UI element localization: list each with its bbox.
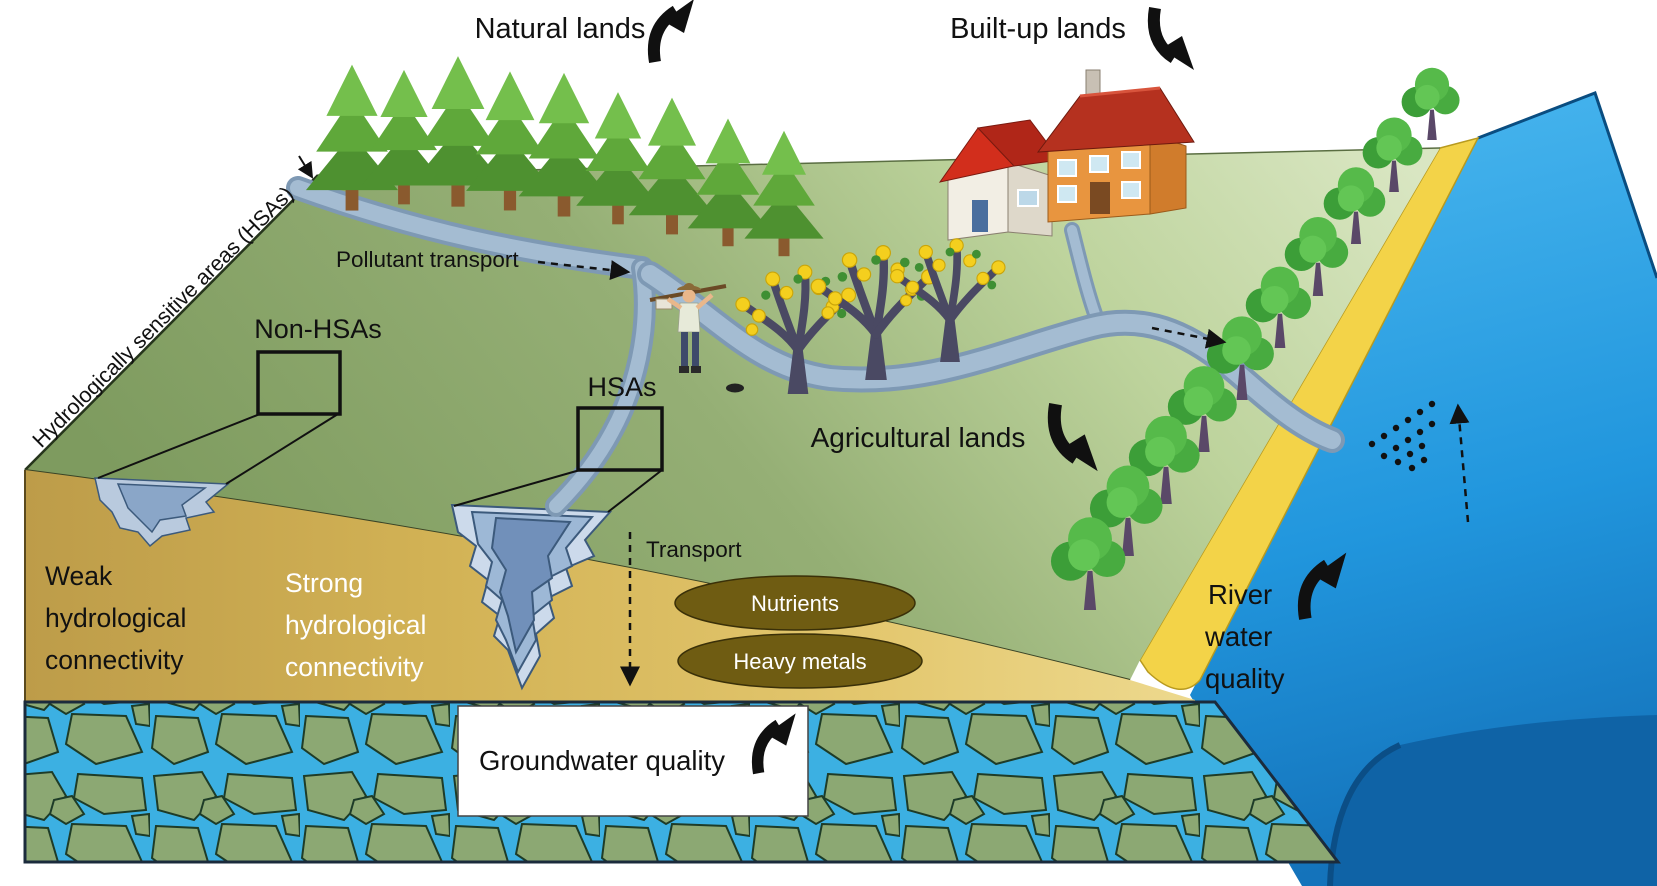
hsa-markers xyxy=(97,350,664,513)
hsa-connector-left xyxy=(453,469,581,507)
svg-text:water: water xyxy=(1204,621,1272,652)
pollutant-transport-label: Pollutant transport xyxy=(336,247,519,272)
groundwater-box-frame xyxy=(457,705,809,817)
stream-upper xyxy=(290,180,650,276)
house-right-window xyxy=(1057,159,1077,177)
hsas-label: HSAs xyxy=(587,372,656,402)
weak-funnel xyxy=(94,477,230,548)
house-right-window xyxy=(1121,151,1141,169)
land-left-edge-outline xyxy=(24,174,319,471)
svg-text:connectivity: connectivity xyxy=(285,652,424,682)
house-right-window xyxy=(1057,185,1077,203)
river-water-quality-label: River water quality xyxy=(1204,579,1285,694)
house-right-side-wall xyxy=(1149,133,1187,215)
house-left xyxy=(938,119,1061,241)
farmer-leg-left xyxy=(681,332,688,366)
svg-text:hydrological: hydrological xyxy=(285,610,426,640)
strong-connectivity-label: Strong hydrological connectivity xyxy=(285,568,426,682)
natural-lands-label: Natural lands xyxy=(475,13,646,45)
small-animal xyxy=(726,383,744,393)
heavy-metals-label: Heavy metals xyxy=(733,649,866,674)
house-right-window xyxy=(1089,155,1109,173)
svg-text:Strong: Strong xyxy=(285,568,363,598)
agricultural-lands-label: Agricultural lands xyxy=(811,422,1026,453)
strong-funnel-core xyxy=(490,516,572,655)
soil-face-shape xyxy=(25,470,1195,702)
stream-main xyxy=(641,265,1341,449)
farmer-arm-left xyxy=(666,297,683,310)
svg-text:River: River xyxy=(1208,579,1272,610)
groundwater-quality-label: Groundwater quality xyxy=(479,745,725,776)
river-flow-up-arrow xyxy=(1449,403,1470,523)
svg-text:Weak: Weak xyxy=(45,561,113,591)
soil-face xyxy=(24,470,1195,702)
house-left-door xyxy=(972,200,988,232)
weak-funnel-inner xyxy=(116,483,208,534)
river-front-face xyxy=(1330,715,1657,886)
house-right-window xyxy=(1121,181,1141,199)
farmer-leg-right xyxy=(692,332,699,366)
river xyxy=(1190,91,1657,886)
house-right-roof-ridge xyxy=(1079,86,1161,98)
non-hsas-label: Non-HSAs xyxy=(254,314,382,344)
house-right xyxy=(1036,69,1195,223)
hsas-square xyxy=(576,406,664,472)
transport-label: Transport xyxy=(646,537,742,562)
farmer-torso xyxy=(677,302,701,333)
farmer xyxy=(649,283,744,393)
house-right-door xyxy=(1090,182,1110,214)
heavy-metals-pill xyxy=(677,633,923,689)
non-hsas-square xyxy=(256,350,342,416)
house-left-window xyxy=(1017,189,1039,207)
river-bank xyxy=(1139,136,1480,691)
pollutant-particles xyxy=(1368,400,1436,472)
stream-hsa xyxy=(549,261,652,513)
edge-pointer-arrow xyxy=(297,155,314,179)
nonhsa-connector-left xyxy=(97,413,261,479)
farmer-arm-right xyxy=(695,293,714,310)
farmer-boot-right xyxy=(691,366,701,373)
nonhsa-connector-right xyxy=(225,413,339,485)
river-surface xyxy=(1190,93,1657,886)
svg-text:hydrological: hydrological xyxy=(45,603,186,633)
streams xyxy=(286,176,1345,517)
nutrients-pill xyxy=(674,575,916,631)
farmer-head xyxy=(682,289,696,303)
houses xyxy=(938,69,1195,241)
built-up-lands-label: Built-up lands xyxy=(950,13,1126,45)
pollutant-transport-arrow xyxy=(537,260,631,281)
svg-text:connectivity: connectivity xyxy=(45,645,184,675)
svg-text:quality: quality xyxy=(1205,663,1285,694)
river-right-outline xyxy=(1477,91,1657,279)
nutrients-label: Nutrients xyxy=(751,591,839,616)
hsa-connector-right xyxy=(607,469,663,513)
groundwater-quality-box: Groundwater quality xyxy=(457,705,809,817)
pollutant-pills: Nutrients Heavy metals xyxy=(674,575,923,689)
house-right-chimney xyxy=(1085,69,1101,97)
farmer-boot-left xyxy=(679,366,689,373)
strong-funnel xyxy=(450,503,613,691)
weak-connectivity-label: Weak hydrological connectivity xyxy=(45,561,186,675)
farmer-hat xyxy=(677,283,701,290)
